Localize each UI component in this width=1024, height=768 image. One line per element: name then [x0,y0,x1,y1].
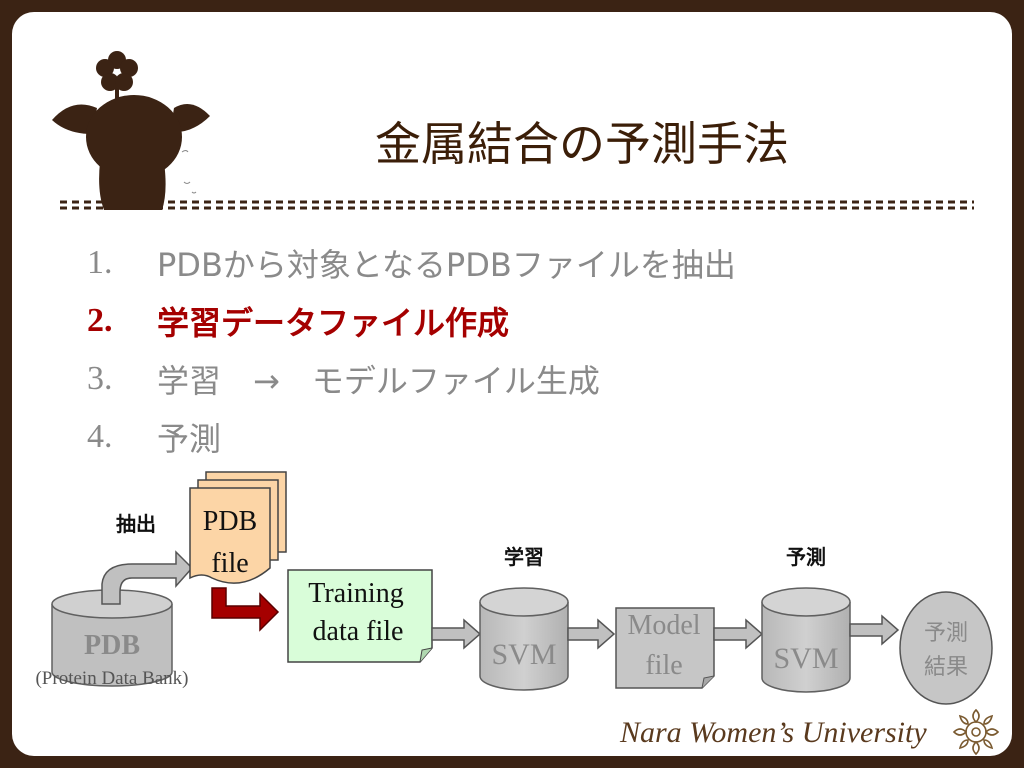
svm-1-label: SVM [491,638,556,671]
model-label-1: Model [627,610,700,641]
step-item-4: 4. 予測 [87,408,787,466]
create-arrow [211,587,280,632]
training-label-1: Training [308,578,403,609]
predict-label: 予測 [786,545,826,569]
prediction-result: 予測 結果 [899,591,993,705]
step-number: 1. [87,244,113,281]
extract-label: 抽出 [116,512,156,536]
pdb-file-stack: PDB file [189,471,287,584]
result-label-1: 予測 [924,621,968,646]
step-number: 4. [87,418,113,455]
pdb-db-sublabel: (Protein Data Bank) [35,668,188,689]
footer-university: Nara Women’s University [620,716,927,749]
pdb-db-label: PDB [84,630,140,661]
model-file: Model file [615,607,715,689]
step-text: 学習データファイル作成 [157,304,510,342]
step-item-3: 3. 学習 → モデルファイル生成 [87,350,787,408]
training-label-2: data file [313,616,404,647]
pdb-file-label-2: file [211,548,248,579]
step-text: PDBから対象となるPDBファイルを抽出 [157,246,736,284]
deer-mascot-icon [52,51,210,210]
result-label-2: 結果 [924,655,968,680]
svm-predict-cylinder: SVM [761,587,851,693]
university-crest-icon [952,708,1000,756]
model-label-2: file [645,650,682,681]
step-item-1: 1. PDBから対象となるPDBファイルを抽出 [87,234,787,292]
step-list: 1. PDBから対象となるPDBファイルを抽出 2. 学習データファイル作成 3… [87,234,787,466]
step-text: 予測 [157,420,222,458]
step-number: 3. [87,360,113,397]
step-item-2: 2. 学習データファイル作成 [87,292,787,350]
pdb-file-label-1: PDB [203,506,257,537]
step-number: 2. [87,302,113,339]
svm-learn-cylinder: SVM [479,587,569,691]
arrow-to-result [849,614,900,646]
training-data-file: Training data file [287,569,433,663]
arrow-to-model [567,618,616,650]
step-text: 学習 → モデルファイル生成 [157,362,600,400]
dotted-divider [60,200,974,210]
learn-label: 学習 [504,545,544,569]
arrow-to-svm-2 [713,618,764,650]
slide: 金属結合の予測手法 1. PDBから対象となるPDBファイルを抽出 2. 学習デ… [12,12,1012,756]
slide-title: 金属結合の予測手法 [375,117,789,171]
extract-arrow [101,550,194,605]
pipeline-diagram: PDB (Protein Data Bank) 抽出 PDB file Trai… [35,471,993,705]
arrow-to-svm-1 [431,618,482,650]
svm-2-label: SVM [773,642,838,675]
